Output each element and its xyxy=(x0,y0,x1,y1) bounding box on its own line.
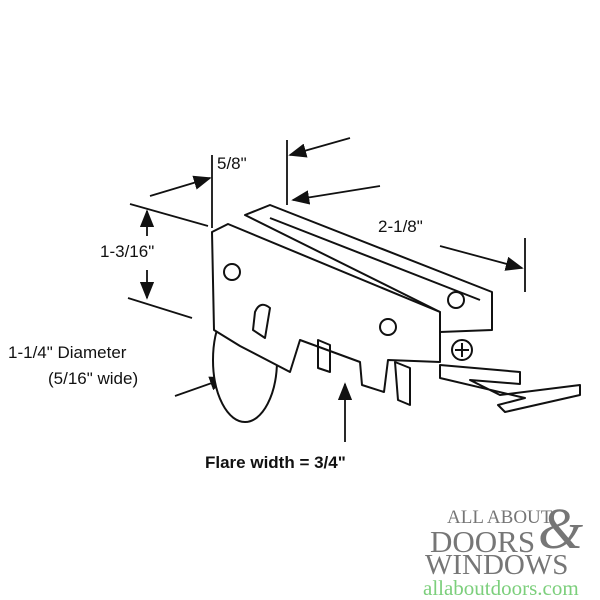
diameter-label: 1-1/4" Diameter xyxy=(8,343,127,362)
logo-line1: ALL ABOUT xyxy=(447,507,553,528)
logo-line3: WINDOWS xyxy=(425,549,569,581)
dimension-lines xyxy=(127,137,526,442)
plate-height-dimension-label: 1-3/16" xyxy=(100,242,155,261)
logo-url: allaboutdoors.com xyxy=(423,576,579,600)
logo-line2: DOORS xyxy=(430,524,536,559)
roller-assembly xyxy=(211,204,581,423)
height-dimension-label: 5/8" xyxy=(217,154,247,173)
length-dimension-label: 2-1/8" xyxy=(378,217,423,236)
logo-ampersand: & xyxy=(538,496,584,561)
flare-width-label: Flare width = 3/4" xyxy=(205,453,346,472)
wheel-width-label: (5/16" wide) xyxy=(48,369,139,388)
